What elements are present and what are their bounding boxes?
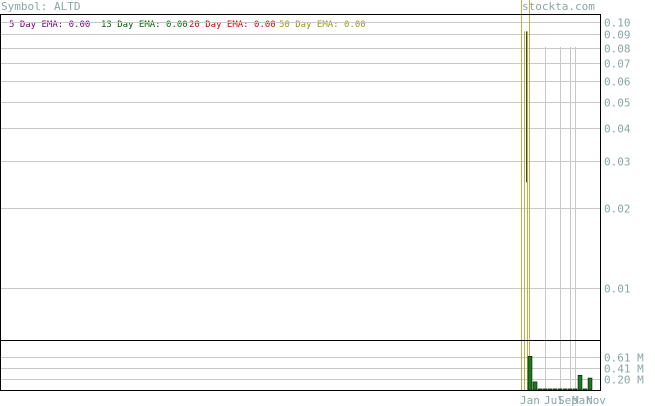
price-tick-label: 0.09 bbox=[604, 29, 631, 42]
x-tick-label: Jul bbox=[544, 394, 564, 406]
volume-tick-label: 0.61 M bbox=[604, 352, 644, 365]
volume-bar bbox=[562, 388, 568, 391]
price-tick-label: 0.10 bbox=[604, 17, 631, 30]
legend-ema-5: 5 Day EMA: 0.00 bbox=[9, 20, 91, 30]
volume-bar bbox=[587, 377, 593, 391]
volume-bar bbox=[542, 388, 548, 391]
price-tick-label: 0.04 bbox=[604, 123, 631, 136]
x-tick-label: Sep bbox=[558, 394, 578, 406]
volume-bar bbox=[527, 355, 533, 391]
volume-bar bbox=[547, 388, 553, 391]
price-tick-label: 0.06 bbox=[604, 76, 631, 89]
legend-ema-13: 13 Day EMA: 0.00 bbox=[101, 20, 188, 30]
price-tick-label: 0.03 bbox=[604, 156, 631, 169]
volume-bar bbox=[532, 381, 538, 391]
volume-bar bbox=[537, 388, 543, 391]
volume-tick-label: 0.41 M bbox=[604, 363, 644, 376]
volume-bar bbox=[557, 388, 563, 391]
volume-bar bbox=[577, 375, 583, 391]
symbol-label: Symbol: ALTD bbox=[1, 0, 81, 13]
legend-ema-50: 50 Day EMA: 0.00 bbox=[279, 20, 366, 30]
volume-panel-frame bbox=[0, 340, 601, 391]
volume-tick-label: 0.20 M bbox=[604, 374, 644, 387]
x-tick-label: Mar bbox=[572, 394, 592, 406]
watermark: stockta.com bbox=[522, 0, 595, 13]
price-tick-label: 0.02 bbox=[604, 203, 631, 216]
volume-bar bbox=[552, 388, 558, 391]
volume-bar bbox=[572, 388, 578, 391]
price-tick-label: 0.05 bbox=[604, 97, 631, 110]
price-tick-label: 0.01 bbox=[604, 283, 631, 296]
price-tick-label: 0.08 bbox=[604, 43, 631, 56]
price-tick-label: 0.07 bbox=[604, 58, 631, 71]
volume-bar bbox=[582, 388, 588, 391]
x-tick-label: Jan bbox=[520, 394, 540, 406]
volume-bar bbox=[567, 388, 573, 391]
x-tick-label: Nov bbox=[586, 394, 606, 406]
legend-ema-20: 20 Day EMA: 0.00 bbox=[189, 20, 276, 30]
